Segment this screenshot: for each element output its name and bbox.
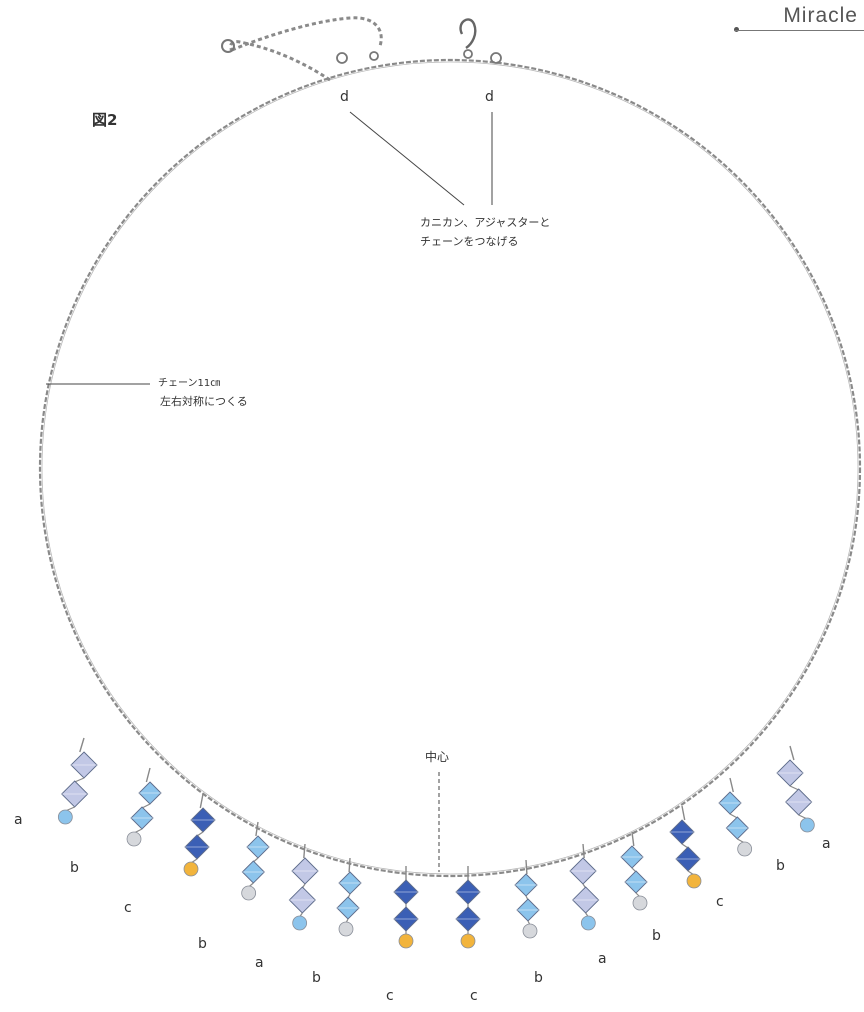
jump-ring-left — [336, 52, 348, 64]
drop-label-b: b — [534, 970, 543, 986]
drop-pin — [255, 821, 259, 837]
drop-pin — [79, 737, 85, 753]
bead-drop-b — [336, 857, 362, 937]
gold-round-bead — [460, 933, 476, 949]
drop-pin — [729, 777, 734, 793]
necklace-chain — [38, 58, 862, 878]
clasp-label-left: d — [340, 89, 349, 105]
drop-label-a: a — [822, 836, 831, 852]
center-label: 中心 — [425, 749, 449, 764]
gold-round-bead — [398, 933, 414, 949]
drop-pin — [681, 805, 686, 821]
drop-link — [681, 843, 689, 849]
drop-pin — [199, 793, 204, 809]
jump-ring-adjuster — [369, 51, 379, 61]
light_blue-round-bead — [799, 817, 815, 833]
brand-logo: Miracle — [783, 4, 858, 27]
chain-ring — [38, 58, 862, 878]
light_blue-round-bead — [292, 915, 308, 931]
bead-drop-b — [620, 831, 648, 911]
bead-drop-c — [669, 805, 702, 889]
clasp-ring — [463, 49, 473, 59]
bead-drops — [57, 737, 815, 949]
drop-link — [196, 831, 204, 837]
bead-drop-b — [241, 821, 270, 901]
adjuster-chain-loop — [231, 16, 383, 52]
bead-drop-c — [183, 793, 216, 877]
drop-label-b: b — [198, 936, 207, 952]
drop-label-a: a — [255, 955, 264, 971]
drop-label-c: c — [386, 988, 394, 1004]
chain-note-line1: チェーン11㎝ — [158, 377, 220, 389]
drop-pin — [789, 745, 795, 761]
brand-bullet — [734, 27, 739, 32]
clasp-assembly — [221, 16, 502, 82]
drop-labels: a b c b a b c c b a b c b a — [14, 812, 831, 1004]
chain-ring-inner — [41, 61, 859, 875]
drop-label-c: c — [716, 894, 724, 910]
pearl-round-bead — [126, 831, 142, 847]
drop-label-a: a — [14, 812, 23, 828]
adjuster-end-drop — [221, 39, 235, 53]
gold-round-bead — [183, 861, 199, 877]
drop-pin — [303, 843, 306, 859]
bead-drop-c — [455, 866, 481, 949]
lobster-clasp — [459, 18, 477, 49]
drop-link — [141, 803, 151, 809]
bead-drop-b — [126, 767, 162, 847]
bead-drop-a — [569, 843, 600, 931]
figure-label: 図2 — [92, 111, 117, 129]
drop-pin — [348, 857, 351, 873]
pearl-round-bead — [522, 923, 538, 939]
drop-pin — [145, 767, 151, 783]
drop-link — [74, 777, 85, 783]
bead-drop-a — [776, 745, 815, 833]
drop-link — [789, 785, 799, 791]
pearl-round-bead — [338, 921, 354, 937]
clasp-note-line2: チェーンをつなげる — [420, 235, 518, 248]
gold-round-bead — [686, 873, 702, 889]
drop-label-c: c — [470, 988, 478, 1004]
drop-label-c: c — [124, 900, 132, 916]
drop-label-b: b — [312, 970, 321, 986]
drop-label-b: b — [776, 858, 785, 874]
brand-underline — [734, 30, 864, 31]
jump-ring-right — [490, 52, 502, 64]
clasp-note-line1: カニカン、アジャスターと — [420, 216, 550, 229]
pearl-round-bead — [241, 885, 257, 901]
drop-link — [729, 813, 738, 819]
adjuster-chain — [228, 40, 331, 82]
drop-pin — [525, 859, 528, 875]
drop-pin — [582, 843, 585, 859]
bead-drop-c — [393, 866, 419, 949]
drop-label-b: b — [70, 860, 79, 876]
bead-drop-b — [718, 777, 753, 857]
drop-label-a: a — [598, 951, 607, 967]
bead-drop-a — [288, 843, 319, 931]
pearl-round-bead — [737, 841, 753, 857]
drop-pin — [631, 831, 635, 847]
clasp-label-right: d — [485, 89, 494, 105]
pearl-round-bead — [632, 895, 648, 911]
bead-drop-b — [514, 859, 540, 939]
chain-note-line2: 左右対称につくる — [160, 394, 248, 408]
drop-label-b: b — [652, 928, 661, 944]
bead-drop-a — [57, 737, 98, 825]
light_blue-round-bead — [580, 915, 596, 931]
light_blue-round-bead — [57, 809, 73, 825]
clasp-leader-left — [349, 111, 465, 206]
